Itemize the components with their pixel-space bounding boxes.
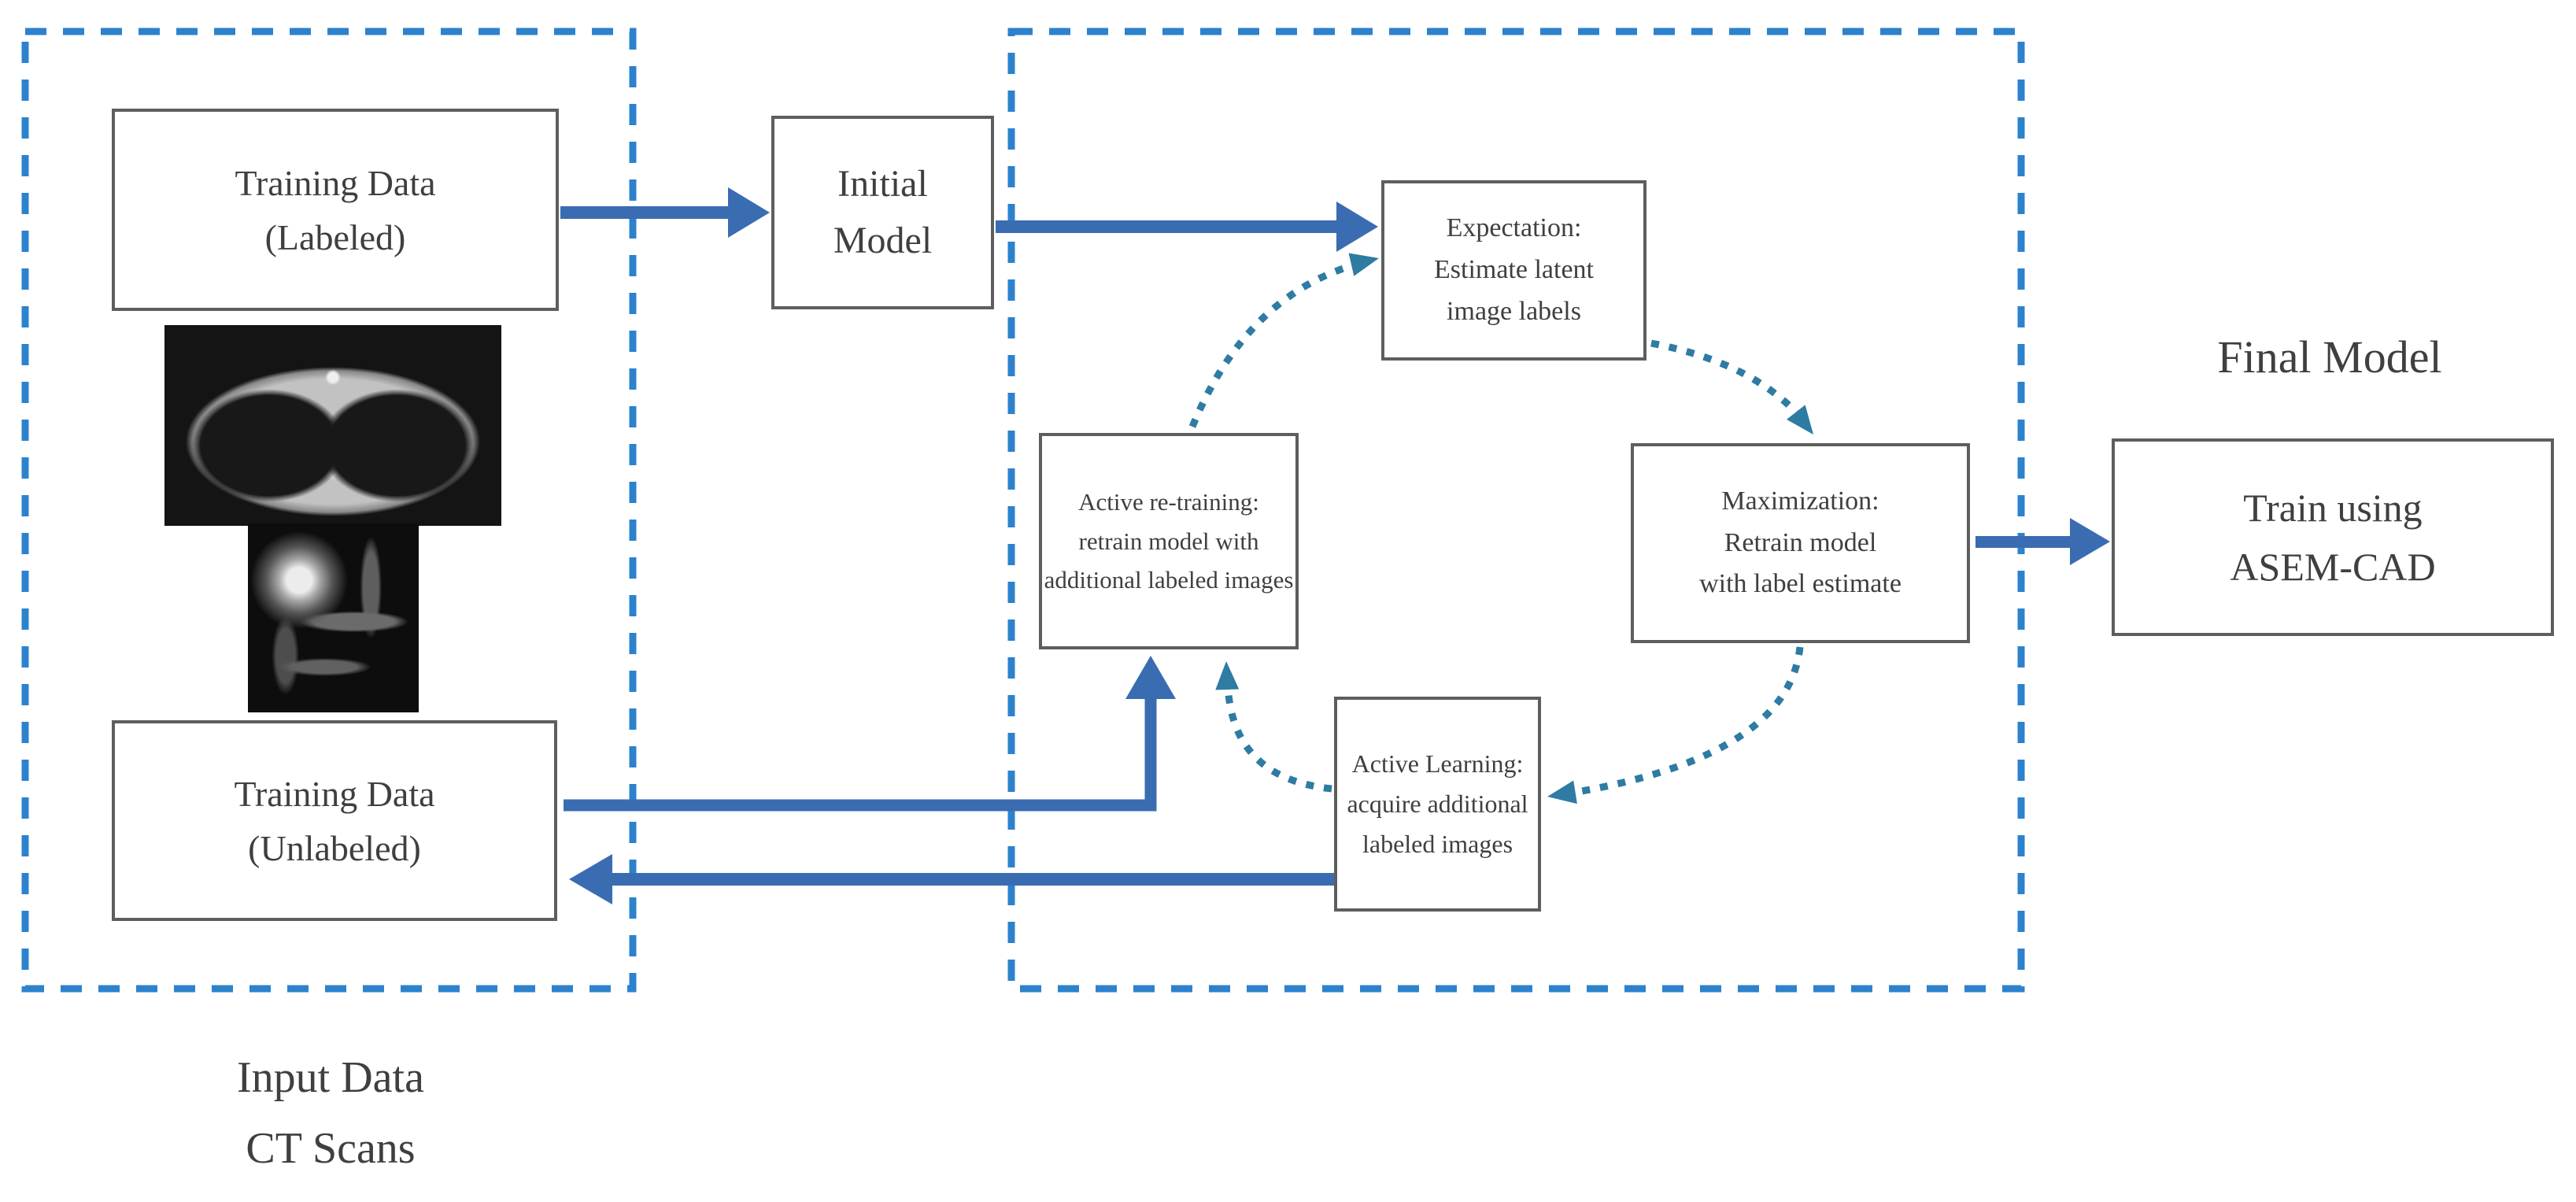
ct-chest-image (164, 325, 501, 526)
maximization-box: Maximization: Retrain model with label e… (1631, 443, 1970, 643)
training-data-labeled-box: Training Data (Labeled) (112, 109, 559, 311)
em-cycle-container-border (1007, 28, 2025, 993)
expectation-box: Expectation: Estimate latent image label… (1381, 180, 1646, 361)
dotted-arrow-active-learning-to-retraining (1215, 661, 1332, 793)
active-retraining-box: Active re-training: retrain model with a… (1039, 433, 1299, 649)
arrow-unlabeled-to-active-retraining (564, 656, 1176, 812)
arrow-labeled-to-initial-model (560, 187, 770, 238)
training-data-unlabeled-box: Training Data (Unlabeled) (112, 720, 557, 921)
final-model-label: Final Model (2217, 331, 2442, 383)
input-data-container-border (21, 28, 637, 993)
train-asem-cad-box: Train using ASEM-CAD (2112, 438, 2554, 636)
active-learning-box: Active Learning: acquire additional labe… (1334, 697, 1541, 912)
dotted-arrow-maximization-to-active-learning (1547, 646, 1804, 804)
initial-model-box: Initial Model (771, 116, 994, 309)
dotted-arrow-retraining-to-expectation (1188, 253, 1379, 428)
arrow-active-learning-to-unlabeled (569, 854, 1336, 904)
ct-nodule-image (248, 523, 419, 712)
input-data-label: Input Data CT Scans (237, 1053, 424, 1173)
arrow-maximization-to-asem (1975, 518, 2110, 565)
arrow-initial-model-to-expectation (996, 202, 1378, 252)
dotted-arrow-expectation-to-maximization (1650, 339, 1813, 435)
